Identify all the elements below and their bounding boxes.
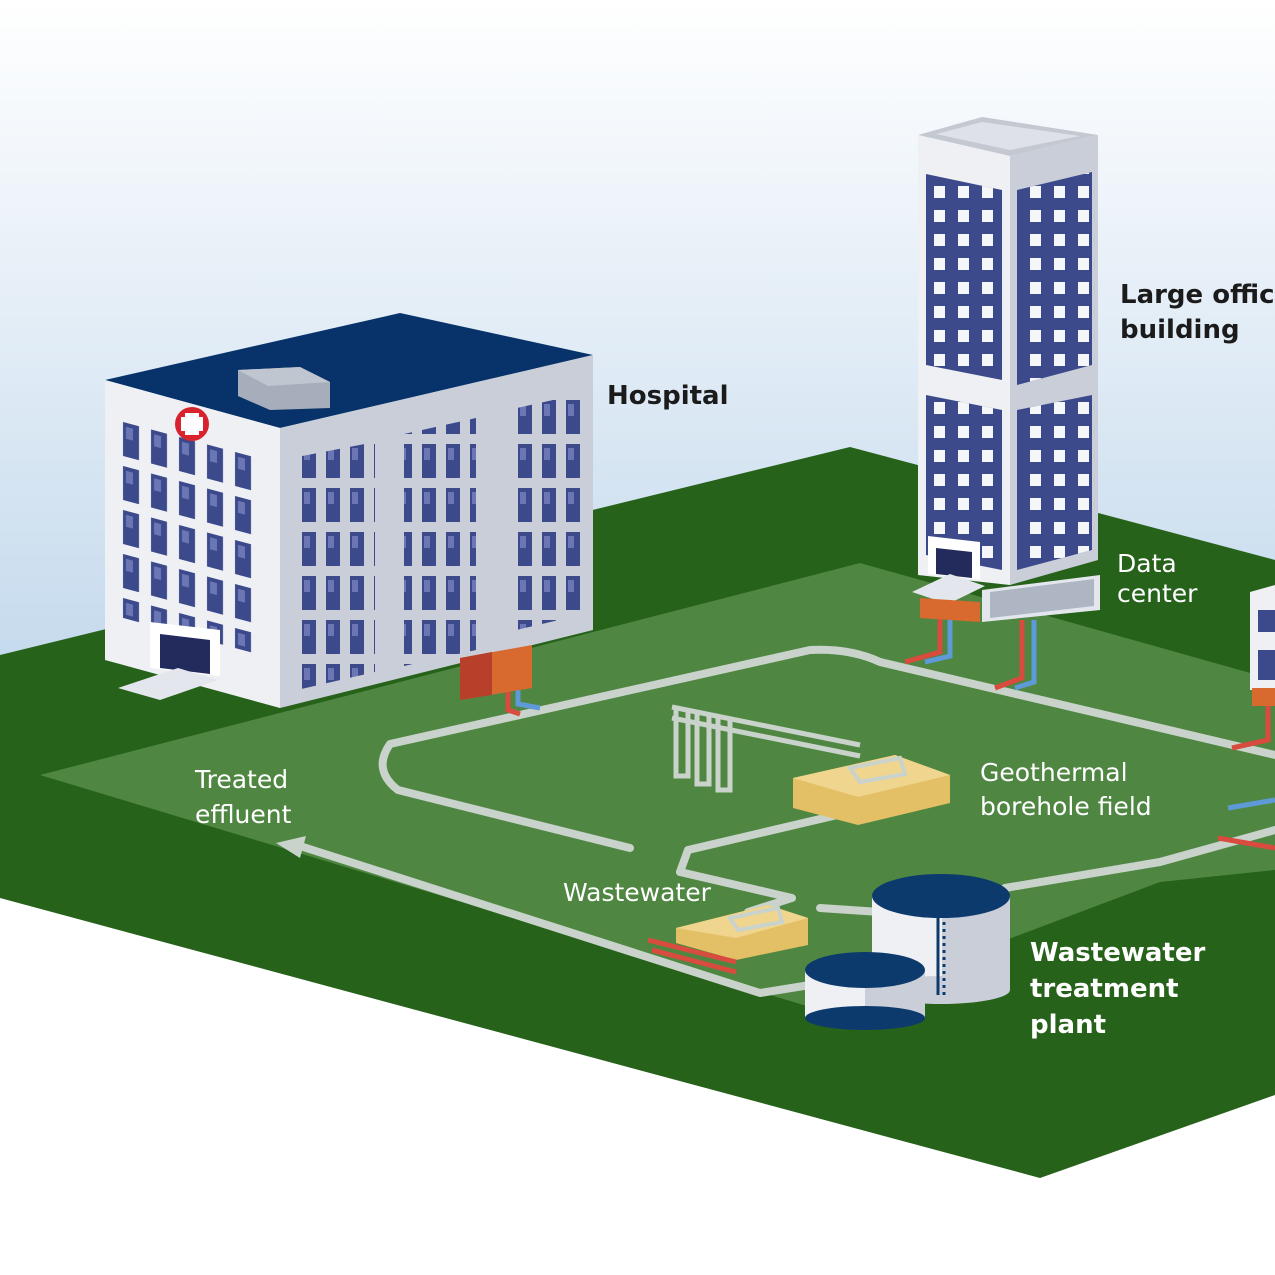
label-office-line1: Large office [1120,280,1275,310]
label-geothermal-line1: Geothermal [980,758,1128,787]
label-geothermal-line2: borehole field [980,792,1152,821]
hospital-building [105,313,593,708]
label-data-center-line2: center [1117,579,1198,608]
label-wwtp-line3: plant [1030,1010,1106,1040]
label-wwtp-line1: Wastewater [1030,938,1205,968]
geothermal-borehole-field [671,704,861,793]
label-hospital: Hospital [607,381,729,411]
residential-building-partial [1250,585,1275,706]
label-treated-line1: Treated [194,765,288,794]
geothermal-heat-exchanger [793,755,950,825]
label-office-line2: building [1120,315,1240,345]
label-treated-line2: effluent [195,800,292,829]
data-center-units [982,575,1100,622]
effluent-arrow-head [276,836,306,858]
building-service-lines [505,612,1275,851]
label-wastewater: Wastewater [563,878,712,907]
treatment-tank-small [805,952,925,1030]
office-tower [912,117,1100,622]
hospital-roof [105,313,593,428]
red-cross-icon [175,407,209,441]
wastewater-heat-exchanger [647,905,808,975]
label-wwtp-line2: treatment [1030,974,1179,1004]
label-data-center-line1: Data [1117,549,1177,578]
